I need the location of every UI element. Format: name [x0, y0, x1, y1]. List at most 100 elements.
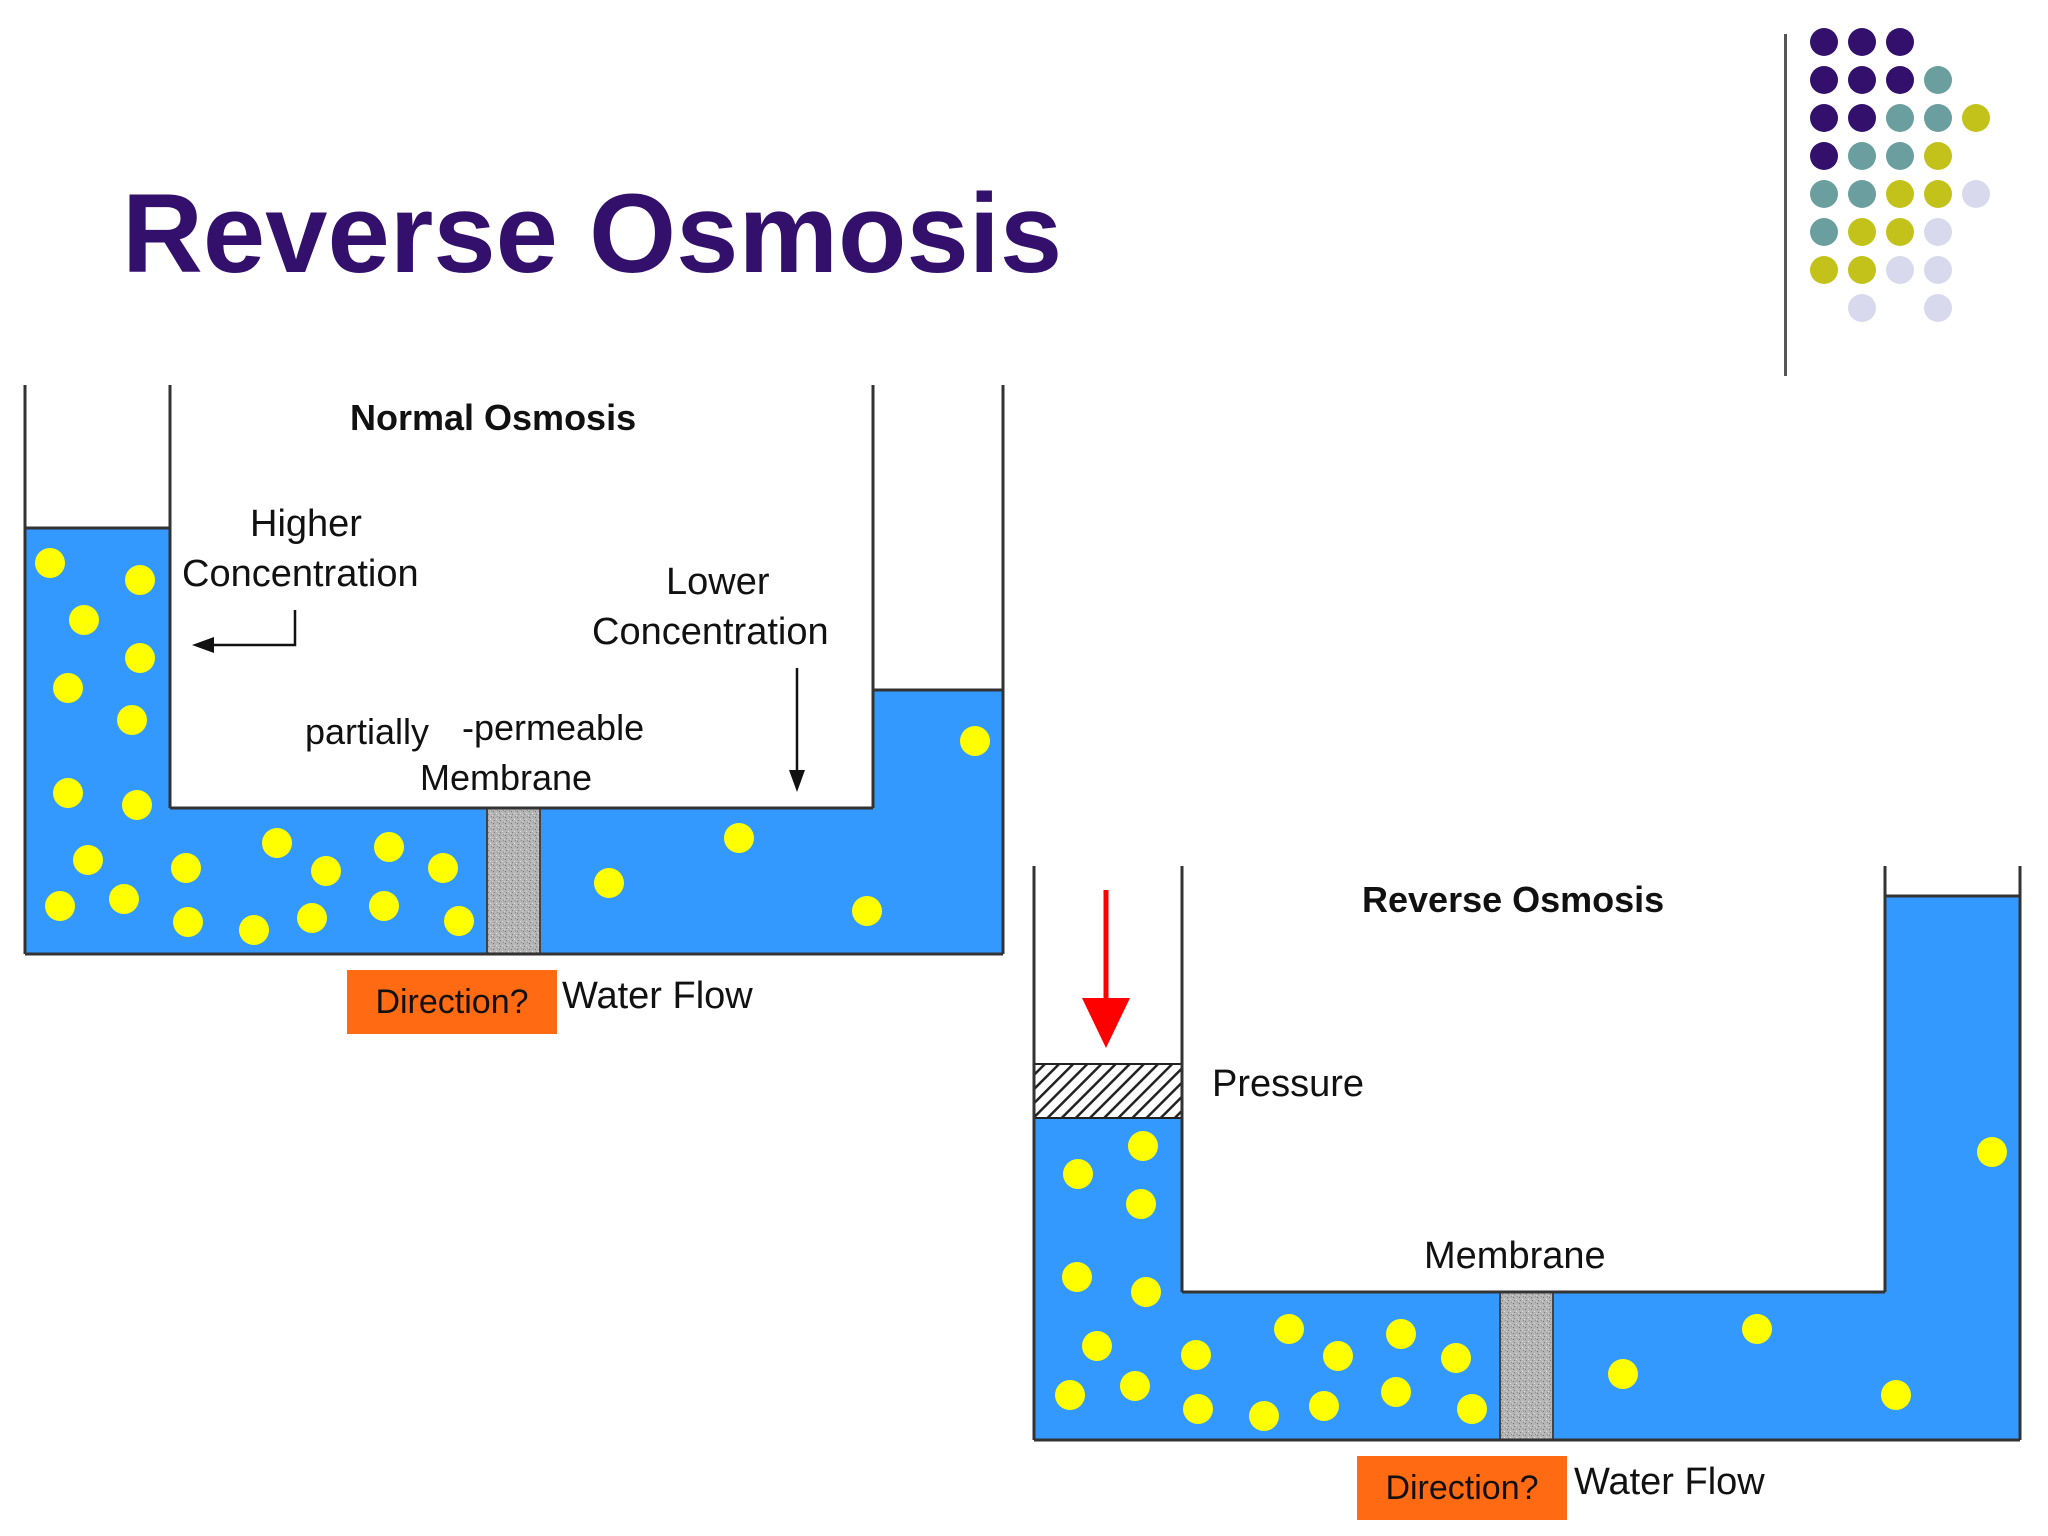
- direction-badge: Direction?: [1357, 1456, 1567, 1520]
- solute-particle: [724, 823, 754, 853]
- solute-particle: [53, 673, 83, 703]
- decorative-dot: [1886, 28, 1914, 56]
- solute-particle: [45, 891, 75, 921]
- decorative-dot: [1886, 104, 1914, 132]
- pressure-label: Pressure: [1212, 1063, 1364, 1105]
- decorative-dot: [1886, 256, 1914, 284]
- solute-particles: [1055, 1131, 2007, 1431]
- water-flow-label: Water Flow: [562, 975, 753, 1017]
- decorative-dot: [1962, 180, 1990, 208]
- solute-particle: [122, 790, 152, 820]
- direction-badge: Direction?: [347, 970, 557, 1034]
- solute-particle: [1742, 1314, 1772, 1344]
- normal-osmosis-heading: Normal Osmosis: [350, 397, 636, 438]
- solute-particle: [1381, 1377, 1411, 1407]
- solute-particle: [1249, 1401, 1279, 1431]
- decorative-dot: [1848, 180, 1876, 208]
- decorative-dot: [1962, 104, 1990, 132]
- solute-particle: [1120, 1371, 1150, 1401]
- solute-particle: [1181, 1340, 1211, 1370]
- solute-particle: [852, 896, 882, 926]
- solute-particle: [1062, 1262, 1092, 1292]
- solute-particle: [53, 778, 83, 808]
- decorative-dot: [1924, 66, 1952, 94]
- water-right-column: [1553, 896, 2020, 1440]
- decorative-dot: [1924, 218, 1952, 246]
- solute-particle: [1386, 1319, 1416, 1349]
- decorative-dot: [1848, 256, 1876, 284]
- membrane-normal: [486, 807, 541, 955]
- decorative-dot: [1886, 142, 1914, 170]
- solute-particle: [1183, 1394, 1213, 1424]
- decorative-dot: [1924, 294, 1952, 322]
- slide-title: Reverse Osmosis: [122, 171, 1063, 296]
- lower-concentration-label: Concentration: [592, 611, 829, 653]
- decorative-dot: [1886, 218, 1914, 246]
- decorative-dot: [1810, 28, 1838, 56]
- solute-particle: [297, 903, 327, 933]
- solute-particle: [1126, 1189, 1156, 1219]
- solute-particle: [428, 853, 458, 883]
- container-walls: [1032, 866, 2022, 1442]
- decorative-dot: [1848, 104, 1876, 132]
- solute-particle: [239, 915, 269, 945]
- solute-particle: [1082, 1331, 1112, 1361]
- solute-particle: [125, 643, 155, 673]
- solute-particle: [311, 856, 341, 886]
- higher-concentration-arrowhead: [192, 637, 214, 653]
- solute-particle: [369, 891, 399, 921]
- solute-particle: [960, 726, 990, 756]
- water-left-column: [1034, 1118, 1500, 1440]
- piston: [1033, 1063, 1183, 1119]
- solute-particle: [594, 868, 624, 898]
- solute-particle: [125, 565, 155, 595]
- solute-particle: [374, 832, 404, 862]
- decorative-dot: [1886, 66, 1914, 94]
- decorative-dot: [1810, 256, 1838, 284]
- solute-particle: [1131, 1277, 1161, 1307]
- decorative-dot: [1924, 104, 1952, 132]
- pressure-arrowhead: [1082, 998, 1130, 1048]
- solute-particle: [1977, 1137, 2007, 1167]
- decorative-dot: [1810, 218, 1838, 246]
- decorative-dot: [1810, 142, 1838, 170]
- solute-particle: [1274, 1314, 1304, 1344]
- solute-particle: [73, 845, 103, 875]
- membrane-reverse: [1499, 1291, 1554, 1441]
- decorative-dot: [1810, 104, 1838, 132]
- decorative-dot: [1924, 142, 1952, 170]
- normal-osmosis-diagram: Normal Osmosis Higher Concentration Lowe…: [23, 385, 1005, 1017]
- solute-particle: [171, 853, 201, 883]
- solute-particle: [69, 605, 99, 635]
- solute-particle: [1881, 1380, 1911, 1410]
- decorative-dot: [1848, 294, 1876, 322]
- membrane-label: Membrane: [1424, 1235, 1606, 1277]
- solute-particle: [1323, 1341, 1353, 1371]
- decorative-dot: [1848, 142, 1876, 170]
- water-flow-label: Water Flow: [1574, 1461, 1765, 1503]
- membrane-label: Membrane: [420, 757, 592, 798]
- solute-particle: [1441, 1343, 1471, 1373]
- lower-concentration-arrowhead: [789, 770, 805, 792]
- decorative-dot: [1810, 180, 1838, 208]
- solute-particle: [117, 705, 147, 735]
- solute-particle: [109, 884, 139, 914]
- solute-particle: [1128, 1131, 1158, 1161]
- decorative-dot-grid: [1810, 28, 2048, 338]
- container-walls: [23, 385, 1005, 956]
- solute-particle: [35, 548, 65, 578]
- solute-particle: [1608, 1359, 1638, 1389]
- decorative-dot: [1924, 180, 1952, 208]
- decorative-dot: [1924, 256, 1952, 284]
- solute-particle: [173, 907, 203, 937]
- solute-particle: [262, 828, 292, 858]
- lower-concentration-label: Lower: [666, 561, 770, 603]
- title-divider: [1784, 34, 1787, 376]
- decorative-dot: [1848, 28, 1876, 56]
- reverse-osmosis-heading: Reverse Osmosis: [1362, 879, 1664, 920]
- decorative-dot: [1848, 66, 1876, 94]
- decorative-dot: [1810, 66, 1838, 94]
- higher-concentration-arrow: [205, 610, 297, 647]
- decorative-dot: [1848, 218, 1876, 246]
